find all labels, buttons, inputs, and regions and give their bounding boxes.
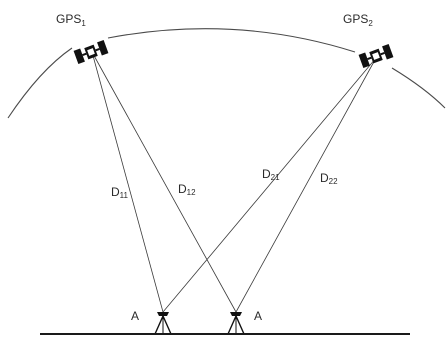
range-line-d12: [91, 51, 237, 313]
receiver-label-a-right: A: [254, 309, 262, 323]
satellite-label-gps1: GPS1: [56, 12, 86, 28]
tripod-receiver-icon: [227, 312, 245, 335]
orbit-arc-right: [391, 67, 446, 109]
satellite-label-gps2: GPS2: [343, 12, 373, 28]
distance-label-d12: D12: [178, 182, 196, 197]
receiver-label-a-left: A: [131, 309, 139, 323]
tripod-receiver-icon: [154, 312, 172, 335]
distance-label-d11: D11: [111, 185, 129, 200]
orbit-arc-left: [7, 47, 73, 119]
range-line-d11: [91, 51, 164, 313]
range-line-d22: [235, 57, 377, 313]
satellite-icon: [358, 43, 394, 69]
distance-label-d21: D21: [262, 167, 280, 182]
orbit-arc-middle: [107, 28, 356, 53]
range-line-d21: [162, 57, 377, 313]
satellite-icon: [73, 39, 109, 65]
distance-label-d22: D22: [320, 171, 338, 186]
